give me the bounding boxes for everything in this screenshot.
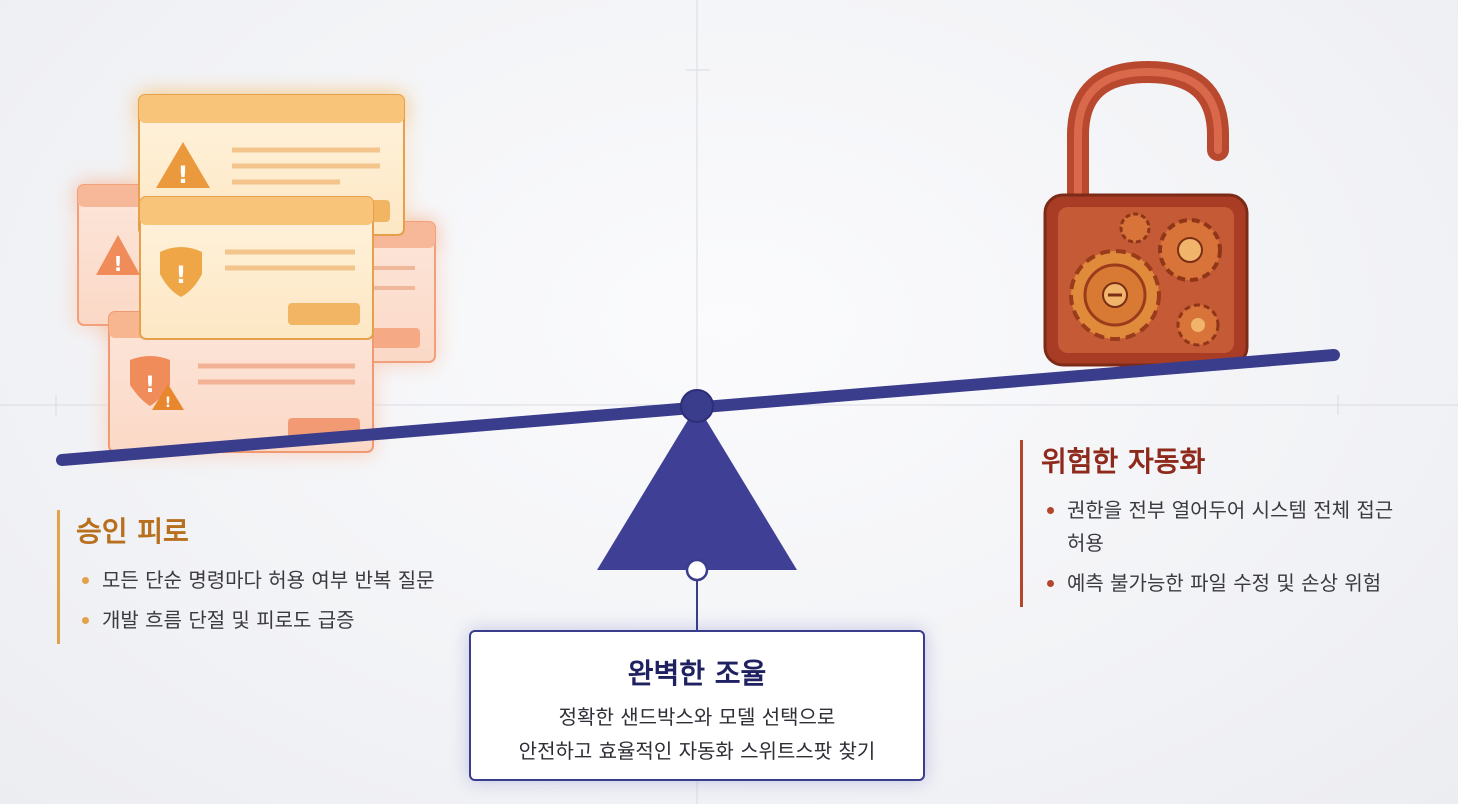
perfect-balance-line-2: 안전하고 효율적인 자동화 스위트스팟 찾기 — [518, 739, 876, 763]
gear-icon — [1069, 249, 1161, 341]
perfect-balance-box: 완벽한 조율 정확한 샌드박스와 모델 선택으로 안전하고 효율적인 자동화 스… — [469, 630, 925, 781]
gear-icon — [1119, 212, 1151, 244]
fulcrum-triangle — [597, 405, 797, 570]
approval-fatigue-title: 승인 피로 — [76, 515, 189, 548]
connector-node — [685, 558, 709, 582]
svg-text:!: ! — [178, 161, 189, 189]
svg-text:!: ! — [176, 261, 187, 289]
approval-fatigue-list: 모든 단순 명령마다 허용 여부 반복 질문 개발 흐름 단절 및 피로도 급증 — [76, 564, 436, 637]
list-item: 권한을 전부 열어두어 시스템 전체 접근 허용 — [1041, 494, 1401, 560]
dangerous-automation-panel: 위험한 자동화 권한을 전부 열어두어 시스템 전체 접근 허용 예측 불가능한… — [1020, 440, 1401, 607]
pivot-knob — [680, 389, 714, 423]
svg-text:!: ! — [145, 373, 155, 398]
perfect-balance-title: 완벽한 조율 — [627, 657, 767, 690]
svg-text:!: ! — [165, 395, 171, 411]
gear-icon — [1176, 303, 1220, 347]
dialog-stack-icon: ! ! ! ! — [77, 94, 436, 453]
approval-fatigue-panel: 승인 피로 모든 단순 명령마다 허용 여부 반복 질문 개발 흐름 단절 및 … — [57, 510, 436, 644]
list-item: 예측 불가능한 파일 수정 및 손상 위험 — [1041, 567, 1401, 600]
dangerous-automation-list: 권한을 전부 열어두어 시스템 전체 접근 허용 예측 불가능한 파일 수정 및… — [1041, 494, 1401, 600]
list-item: 개발 흐름 단절 및 피로도 급증 — [76, 604, 436, 637]
list-item: 모든 단순 명령마다 허용 여부 반복 질문 — [76, 564, 436, 597]
warning-triangle-icon — [156, 142, 210, 188]
svg-text:!: ! — [113, 252, 122, 276]
dialog-window-icon: ! — [139, 196, 374, 340]
dangerous-automation-title: 위험한 자동화 — [1041, 445, 1206, 478]
gear-icon — [1158, 218, 1222, 282]
unlocked-padlock-icon — [1043, 60, 1249, 367]
perfect-balance-line-1: 정확한 샌드박스와 모델 선택으로 — [558, 705, 836, 729]
shield-warning-icon — [160, 247, 202, 297]
shield-warning-icon — [130, 356, 170, 406]
